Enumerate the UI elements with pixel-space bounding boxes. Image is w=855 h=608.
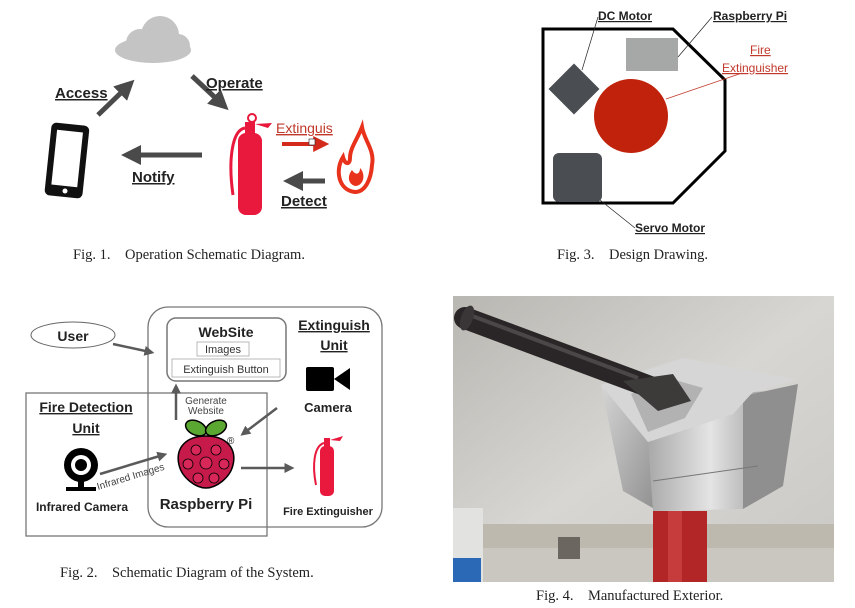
operate-label: Operate xyxy=(206,75,263,92)
figure-1-operation-diagram: Access Operate Extinguis Notify Detect xyxy=(44,16,375,215)
extinguish-unit-box xyxy=(147,306,383,528)
infrared-camera-label: Infrared Camera xyxy=(36,500,128,514)
operate-arrow xyxy=(190,74,229,111)
figure-2-system-diagram: WebSite Images Extinguish Button User Ex… xyxy=(25,306,383,537)
access-label: Access xyxy=(55,85,108,102)
extinguish-label: Extinguis xyxy=(276,120,333,136)
fire-extinguisher-label: Fire Extinguisher xyxy=(283,506,374,518)
raspberry-pi-logo-icon xyxy=(177,419,235,489)
user-node xyxy=(30,321,116,349)
cloud-icon xyxy=(115,16,191,63)
raspberry-pi-label: Raspberry Pi xyxy=(160,496,253,513)
figure-4-photo xyxy=(453,296,834,582)
fire-extinguisher-icon xyxy=(313,436,343,496)
detect-label: Detect xyxy=(281,193,327,210)
figure-4-caption: Fig. 4. Manufactured Exterior. xyxy=(536,588,724,604)
chassis-outline xyxy=(541,27,727,205)
fire-extinguisher-block xyxy=(594,79,668,153)
notify-label: Notify xyxy=(132,169,175,186)
dc-motor-label: DC Motor xyxy=(598,9,652,23)
flame-icon xyxy=(336,119,375,195)
website-extinguish-button: Extinguish Button xyxy=(183,364,269,376)
servo-motor-block xyxy=(553,153,602,202)
generate-website-label-1: Generate xyxy=(185,396,227,407)
infrared-images-label: Infrared Images xyxy=(96,462,166,493)
figure-2-caption: Fig. 2. Schematic Diagram of the System. xyxy=(60,565,314,581)
fire-extinguisher-label-2: Extinguisher xyxy=(722,61,788,75)
fire-extinguisher-label-1: Fire xyxy=(750,43,771,57)
raspberry-pi-label: Raspberry Pi xyxy=(713,9,787,23)
servo-motor-label: Servo Motor xyxy=(635,221,705,235)
figure-1-caption: Fig. 1. Operation Schematic Diagram. xyxy=(73,247,305,263)
fire-detection-unit-label-1: Fire Detection xyxy=(39,399,132,415)
generate-website-label-2: Website xyxy=(188,406,224,417)
video-camera-icon xyxy=(306,367,350,391)
dc-motor-block xyxy=(548,63,600,115)
raspberry-pi-block xyxy=(626,38,678,71)
registered-mark: ® xyxy=(227,436,235,447)
figure-3-design-drawing: DC Motor Raspberry Pi Fire Extinguisher … xyxy=(541,9,788,235)
figure-3-caption: Fig. 3. Design Drawing. xyxy=(557,247,709,263)
fire-detection-unit-label-2: Unit xyxy=(72,420,100,436)
fire-extinguisher-icon xyxy=(229,113,272,215)
user-label: User xyxy=(57,328,89,344)
extinguish-unit-label-1: Extinguish xyxy=(298,317,370,333)
extinguish-unit-label-2: Unit xyxy=(320,337,348,353)
camera-label: Camera xyxy=(304,400,352,415)
webcam-icon xyxy=(64,448,98,491)
website-title: WebSite xyxy=(199,324,254,340)
smartphone-icon xyxy=(44,122,90,199)
fire-detection-unit-box xyxy=(25,392,268,537)
website-images: Images xyxy=(205,344,242,356)
access-arrow xyxy=(96,79,135,117)
